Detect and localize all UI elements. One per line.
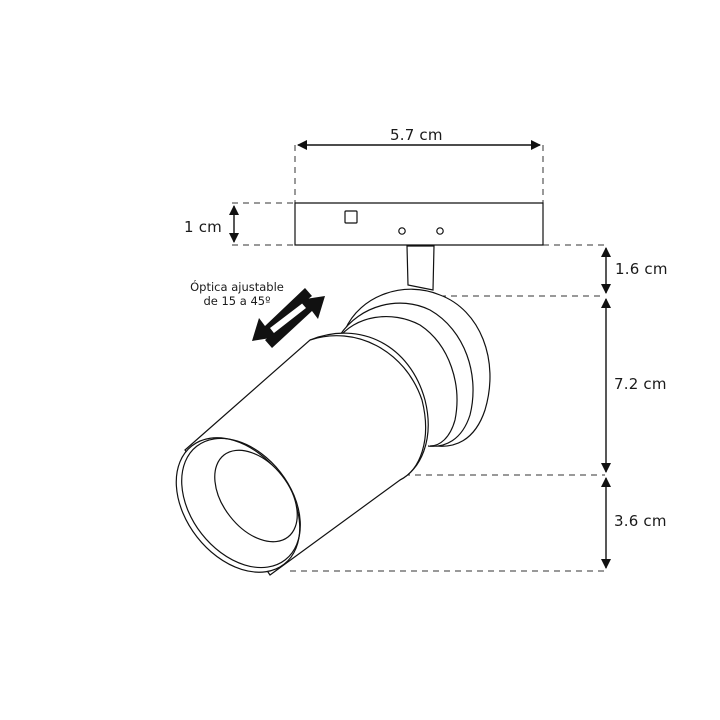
dimension-width-label: 5.7 cm	[390, 126, 443, 144]
mount-base	[294, 202, 544, 246]
dimension-body-height-label: 7.2 cm	[614, 375, 667, 393]
lens-bezel	[175, 437, 301, 573]
dimension-lens-height-label: 3.6 cm	[614, 512, 667, 530]
adjustable-optics-note: Óptica ajustable de 15 a 45º	[176, 280, 298, 308]
double-arrow-icon	[252, 288, 325, 348]
note-line-1: Óptica ajustable	[190, 280, 284, 294]
dimension-arrows	[229, 140, 611, 569]
stem	[406, 245, 435, 291]
dimension-base-height-label: 1 cm	[184, 218, 222, 236]
note-line-2: de 15 a 45º	[203, 294, 271, 308]
dimension-stem-height-label: 1.6 cm	[615, 260, 668, 278]
